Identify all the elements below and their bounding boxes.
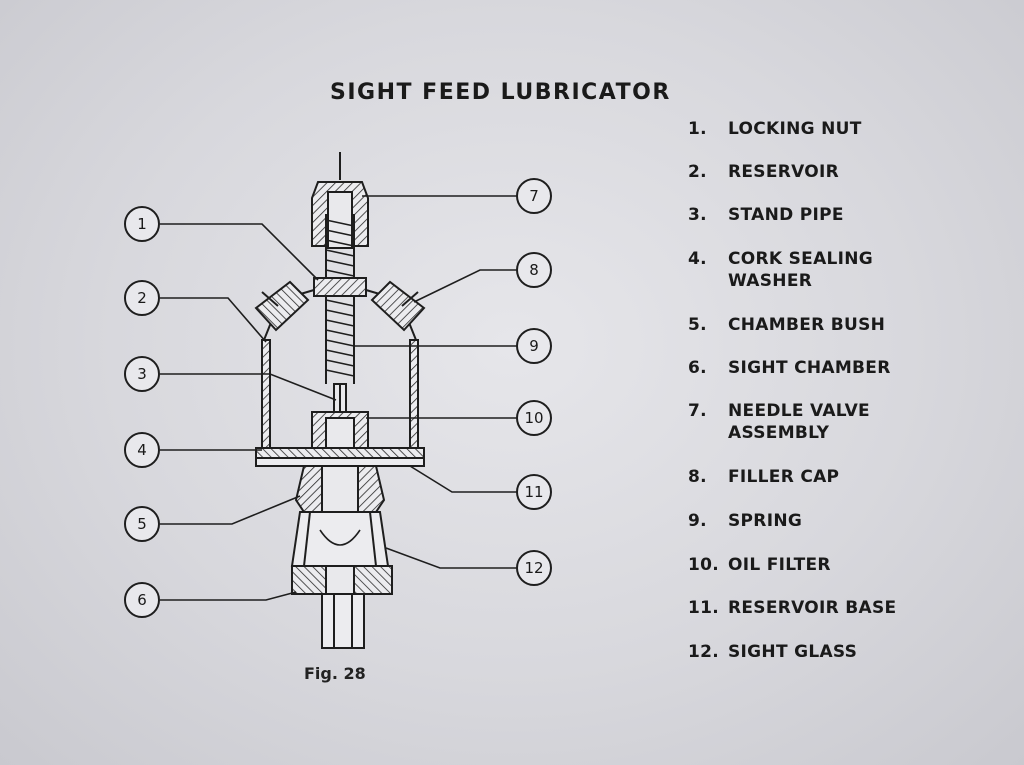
legend-number: 11. [688, 598, 720, 618]
legend-number: 8. [688, 467, 707, 487]
legend-label: SIGHT CHAMBER [728, 358, 891, 378]
legend-item: 3. STAND PIPE [688, 204, 1008, 226]
legend-number: 1. [688, 119, 707, 139]
legend-number: 4. [688, 249, 707, 269]
figure-caption: Fig. 28 [304, 664, 366, 683]
legend-item: 12. SIGHT GLASS [688, 641, 1008, 663]
legend-label: RESERVOIR [728, 162, 840, 182]
callout-2: 2 [124, 280, 160, 316]
legend-number: 2. [688, 162, 707, 182]
legend-number: 10. [688, 555, 720, 575]
legend-label: RESERVOIR BASE [728, 598, 897, 618]
callout-10-label: 10 [524, 409, 543, 427]
cork-washer [255, 457, 425, 467]
legend-number: 7. [688, 401, 707, 421]
outlet-pipe [321, 593, 365, 649]
legend-number: 6. [688, 358, 707, 378]
legend-item: 8. FILLER CAP [688, 466, 1008, 488]
legend-label: CORK SEALING WASHER [728, 249, 874, 291]
callout-5: 5 [124, 506, 160, 542]
callout-6: 6 [124, 582, 160, 618]
callout-4-label: 4 [137, 441, 147, 459]
legend-item: 10. OIL FILTER [688, 554, 1008, 576]
callout-6-label: 6 [137, 591, 147, 609]
reservoir-wall-left [261, 339, 271, 449]
callout-4: 4 [124, 432, 160, 468]
callout-2-label: 2 [137, 289, 147, 307]
leader-lines [160, 195, 518, 601]
callout-11-label: 11 [524, 483, 543, 501]
callout-8-label: 8 [529, 261, 539, 279]
callout-12: 12 [516, 550, 552, 586]
callout-9: 9 [516, 328, 552, 364]
callout-11: 11 [516, 474, 552, 510]
legend-label: SPRING [728, 511, 803, 531]
legend-item: 7. NEEDLE VALVE ASSEMBLY [688, 400, 1008, 444]
callout-5-label: 5 [137, 515, 147, 533]
legend-label: STAND PIPE [728, 205, 844, 225]
legend-label: LOCKING NUT [728, 119, 862, 139]
legend-number: 12. [688, 642, 720, 662]
legend-number: 3. [688, 205, 707, 225]
callout-10: 10 [516, 400, 552, 436]
filler-cap-right [370, 280, 426, 332]
legend-label: FILLER CAP [728, 467, 840, 487]
legend-label: OIL FILTER [728, 555, 831, 575]
legend-item: 9. SPRING [688, 510, 1008, 532]
callout-7: 7 [516, 178, 552, 214]
legend-item: 4. CORK SEALING WASHER [688, 248, 1008, 292]
legend-number: 5. [688, 315, 707, 335]
reservoir-base [255, 447, 425, 459]
legend-item: 6. SIGHT CHAMBER [688, 357, 1008, 379]
reservoir-wall-right [409, 339, 419, 449]
filler-cap-left [254, 280, 310, 332]
callout-8: 8 [516, 252, 552, 288]
legend-label: CHAMBER BUSH [728, 315, 886, 335]
callout-1-label: 1 [137, 215, 147, 233]
legend-label: NEEDLE VALVE ASSEMBLY [728, 401, 870, 443]
callout-1: 1 [124, 206, 160, 242]
callout-3-label: 3 [137, 365, 147, 383]
legend-number: 9. [688, 511, 707, 531]
callout-12-label: 12 [524, 559, 543, 577]
callout-3: 3 [124, 356, 160, 392]
legend-item: 1. LOCKING NUT [688, 118, 1008, 140]
page-title: SIGHT FEED LUBRICATOR [330, 80, 671, 105]
legend-label: SIGHT GLASS [728, 642, 858, 662]
callout-9-label: 9 [529, 337, 539, 355]
callout-7-label: 7 [529, 187, 539, 205]
legend-item: 2. RESERVOIR [688, 161, 1008, 183]
lubricator-body [254, 152, 426, 649]
legend-item: 5. CHAMBER BUSH [688, 314, 1008, 336]
legend-item: 11. RESERVOIR BASE [688, 597, 1008, 619]
